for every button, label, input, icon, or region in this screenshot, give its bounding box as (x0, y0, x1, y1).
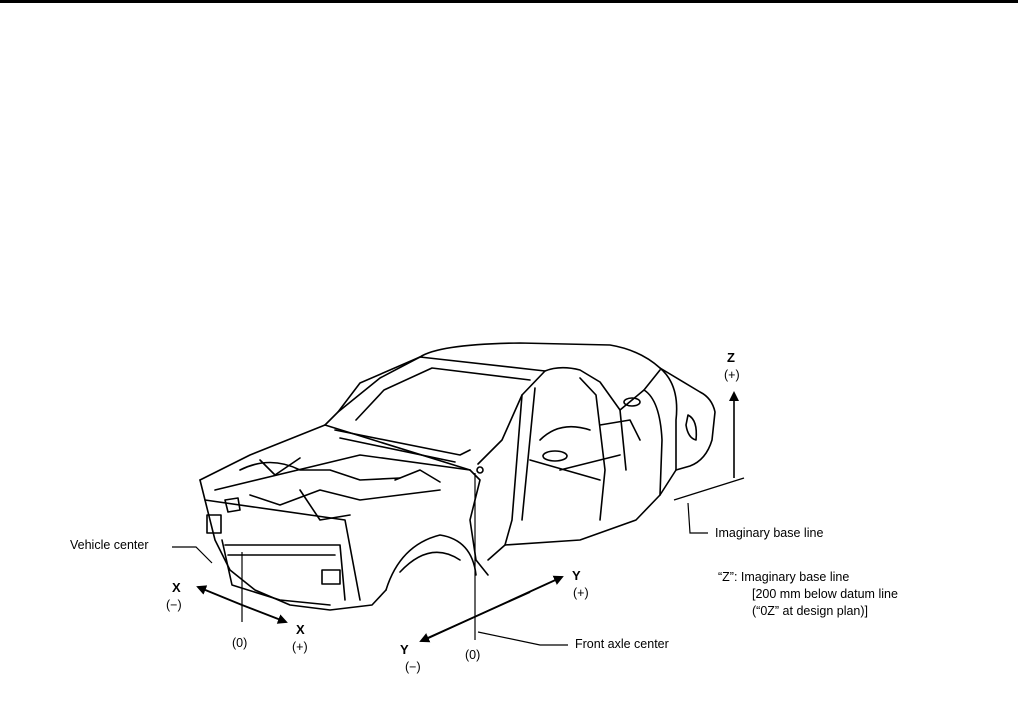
x-minus-label: (−) (166, 598, 182, 612)
imaginary-base-line-label: Imaginary base line (715, 526, 824, 540)
z-note-line1: “Z”: Imaginary base line (718, 570, 850, 584)
z-note-line3: (“0Z” at design plan)] (752, 604, 869, 618)
car-body-shell (199, 342, 716, 611)
y-plus-axis-label: Y (572, 568, 581, 583)
z-plus-label: (+) (724, 368, 740, 382)
x-axis-plus-arrow (241, 604, 288, 624)
x-zero-label: (0) (232, 636, 248, 650)
vehicle-center-leader (172, 546, 213, 564)
x-plus-label: (+) (292, 640, 308, 654)
y-minus-axis-label: Y (400, 642, 409, 657)
front-axle-leader (477, 631, 568, 646)
front-axle-center-label: Front axle center (575, 637, 669, 651)
y-minus-label: (−) (405, 660, 421, 674)
z-axis-label: Z (727, 350, 735, 365)
x-minus-axis-label: X (172, 580, 181, 595)
x-axis-minus-arrow (196, 585, 243, 606)
imaginary-base-leader (687, 502, 708, 534)
x-plus-axis-label: X (296, 622, 305, 637)
y-zero-label: (0) (465, 648, 481, 662)
vehicle-center-label: Vehicle center (70, 538, 149, 552)
imaginary-base-line (673, 477, 745, 501)
top-rule (0, 0, 1018, 3)
z-note-line2: [200 mm below datum line (752, 587, 898, 601)
y-plus-label: (+) (573, 586, 589, 600)
